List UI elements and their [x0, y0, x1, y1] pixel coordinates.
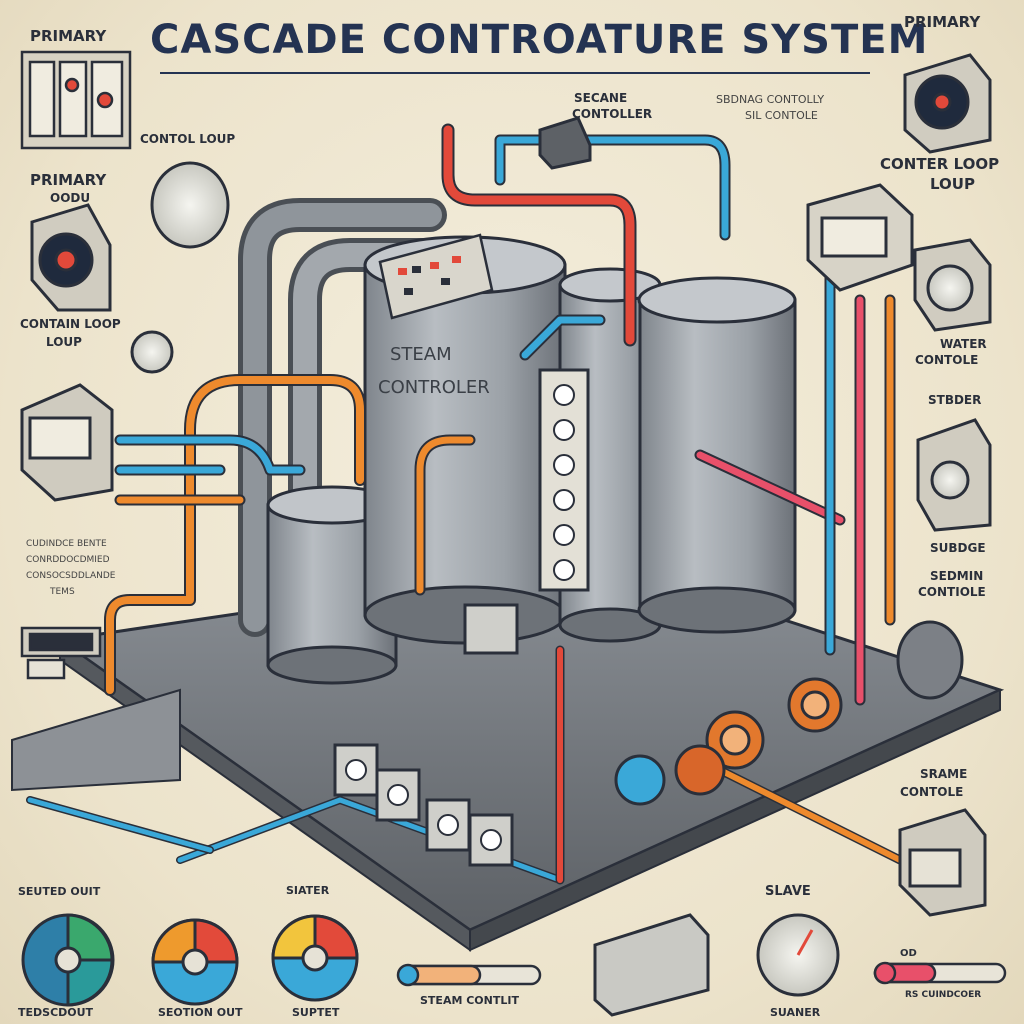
- primary-display-left: [30, 203, 112, 312]
- label-secane-sub: CONTOLLER: [572, 107, 653, 121]
- slave-bottom-label: SUANER: [770, 1006, 821, 1019]
- sbdnag-control-panel: [806, 183, 914, 292]
- control-panel-icon: [378, 233, 494, 320]
- label-primary-mid-left-sub: OODU: [50, 191, 91, 205]
- slave-label: SLAVE: [765, 884, 811, 899]
- tank-right: [637, 276, 797, 634]
- gauge-icon-bottom-3: [271, 914, 359, 1002]
- primary-display-right: [903, 53, 992, 154]
- gauge3-top-label: SIATER: [286, 884, 330, 897]
- label-primary-top-left: PRIMARY: [30, 27, 107, 45]
- label-contain-loop-sub: LOUP: [46, 335, 82, 349]
- label-contain-loop: CONTAIN LOOP: [20, 317, 121, 331]
- gauge-icon-bottom-1: [21, 913, 115, 1007]
- slave-gauge-icon: [756, 913, 840, 997]
- slider-icon-steam: [396, 963, 542, 987]
- pump-icon: [614, 620, 964, 806]
- label-water-sub: CONTOLE: [915, 353, 979, 367]
- water-control-gauge: [913, 238, 992, 332]
- slider2-right-label: RS CUINDCOER: [905, 990, 982, 1000]
- overhead-grey-pipes: [238, 198, 447, 637]
- label-left-note-1: CUDINDCE BENTE: [26, 539, 107, 549]
- junction-dials: [345, 759, 502, 851]
- gauge1-bottom-label: TEDSCDOUT: [18, 1006, 94, 1019]
- left-controller-box: [20, 383, 114, 502]
- temperature-display: [20, 626, 102, 680]
- secane-controller-box: [538, 116, 592, 170]
- gauge1-top-label: SEUTED OUIT: [18, 885, 101, 898]
- valve-stack: [538, 368, 590, 592]
- label-primary-mid-left: PRIMARY: [30, 171, 107, 189]
- label-left-note-2: CONRDDOCDMIED: [26, 555, 110, 565]
- label-subdge: SUBDGE: [930, 541, 986, 555]
- label-primary-top-right: PRIMARY: [904, 13, 981, 31]
- title-underline: [160, 72, 870, 74]
- label-sbdnag-sub: SIL CONTOLE: [745, 109, 818, 122]
- label-conter-loop-sub: LOUP: [930, 175, 975, 193]
- label-sedmin-sub: CONTIOLE: [918, 585, 986, 599]
- label-conter-loop: CONTER LOOP: [880, 155, 1000, 173]
- label-steam-sub: CONTROLER: [378, 377, 490, 398]
- page-title: CASCADE CONTROATURE SYSTEM: [150, 17, 929, 63]
- label-steam: STEAM: [390, 344, 452, 365]
- label-left-note-4: TEMS: [50, 587, 75, 597]
- grille-box: [593, 913, 710, 1017]
- slider-icon-right: [873, 961, 1007, 985]
- label-water: WATER: [940, 337, 987, 351]
- label-stbder: STBDER: [928, 393, 982, 407]
- slider1-label: STEAM CONTLIT: [420, 994, 519, 1007]
- label-srame-sub: CONTOLE: [900, 785, 964, 799]
- label-secane: SECANE: [574, 91, 628, 105]
- process-pipes: [26, 123, 905, 885]
- primary-panel-top-left: [20, 50, 132, 150]
- gauge-icon-left-mid: [130, 330, 174, 374]
- label-control-loop-top-left: CONTOL LOUP: [140, 132, 236, 146]
- label-sedmin: SEDMIN: [930, 569, 984, 583]
- gauge3-bottom-label: SUPTET: [292, 1006, 340, 1019]
- label-left-note-3: CONSOCSDDLANDE: [26, 571, 116, 581]
- srame-contole-box: [898, 808, 987, 917]
- stbder-box: [916, 418, 992, 532]
- label-sbdnag: SBDNAG CONTOLLY: [716, 93, 825, 106]
- slider2-left-label: OD: [900, 948, 917, 959]
- label-srame: SRAME: [920, 767, 968, 781]
- junction-boxes: [333, 603, 519, 867]
- gauge-icon-bottom-2: [151, 918, 239, 1006]
- gauge-icon-left-top: [150, 161, 230, 249]
- gauge2-bottom-label: SEOTION OUT: [158, 1006, 243, 1019]
